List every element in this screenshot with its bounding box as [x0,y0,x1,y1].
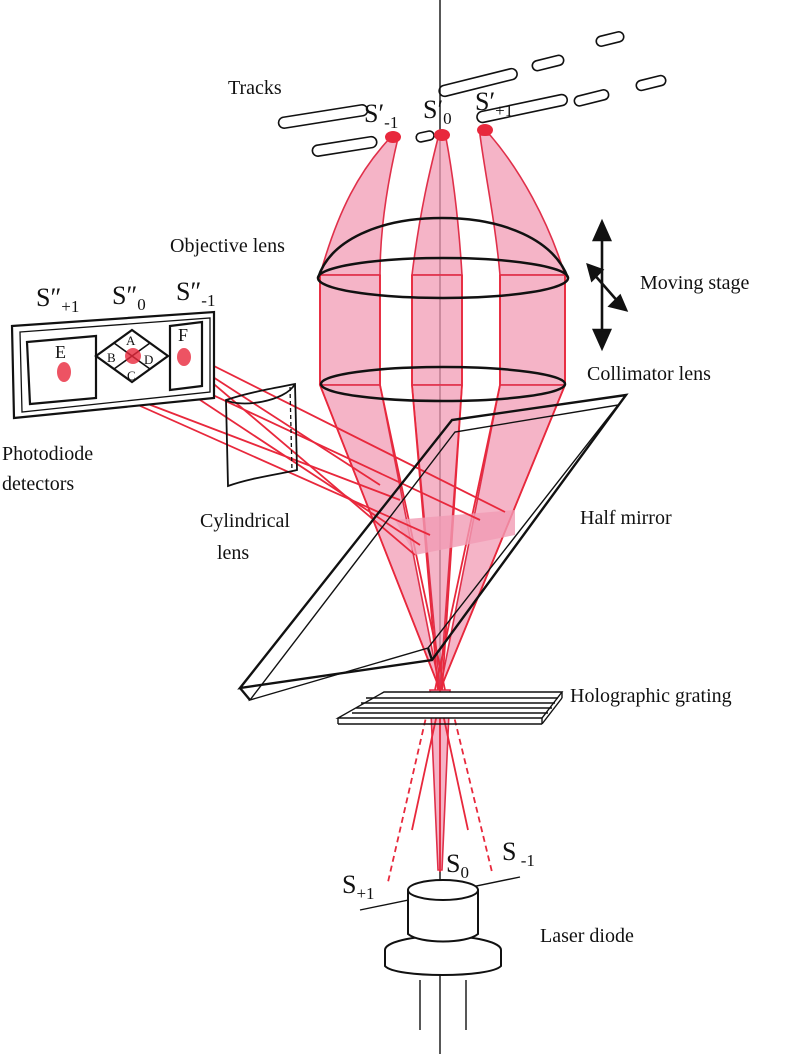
quadrant-d-label: D [144,352,153,367]
objective-lens [316,216,570,300]
photodiode-label-line1: Photodiode [2,443,93,465]
cylindrical-lens-label-line1: Cylindrical [200,510,290,532]
half-mirror-label: Half mirror [580,507,672,529]
detector-e-label: E [55,342,66,362]
quadrant-a-label: A [126,333,136,348]
detector-plus1-label: S″+1 [36,283,79,316]
moving-stage-label: Moving stage [640,272,750,294]
beams-upper [318,134,567,386]
cylindrical-lens [225,382,298,488]
source-0-label: S0 [446,849,469,882]
holographic-grating [335,691,564,725]
tracks [277,31,667,157]
quadrant-b-label: B [107,350,116,365]
track-spots [385,124,493,143]
collimator-lens [319,365,567,403]
detector-minus1-label: S″-1 [176,277,215,310]
source-plus1-label: S+1 [342,870,375,903]
objective-lens-label: Objective lens [170,235,285,257]
laser-diode-label: Laser diode [540,925,634,947]
tracks-label: Tracks [228,77,282,99]
spot-0-label: S′0 [423,95,452,128]
detector-spots [57,348,191,382]
photodiode-label-line2: detectors [2,473,74,495]
half-mirror [237,393,629,702]
moving-stage-arrows [586,218,629,352]
source-minus1-label: S -1 [502,837,535,870]
collimator-lens-label: Collimator lens [587,363,711,385]
cylindrical-lens-label-line2: lens [217,542,249,564]
laser-diode [359,876,521,1030]
detector-0-label: S″0 [112,281,146,314]
beams-lower [318,384,567,883]
photodiode-board [10,310,216,420]
spot-minus1-label: S′-1 [364,99,398,132]
spot-plus1-label: S′+1 [475,87,513,120]
detector-f-label: F [178,325,188,345]
quadrant-c-label: C [127,368,136,383]
holographic-grating-label: Holographic grating [570,685,732,707]
